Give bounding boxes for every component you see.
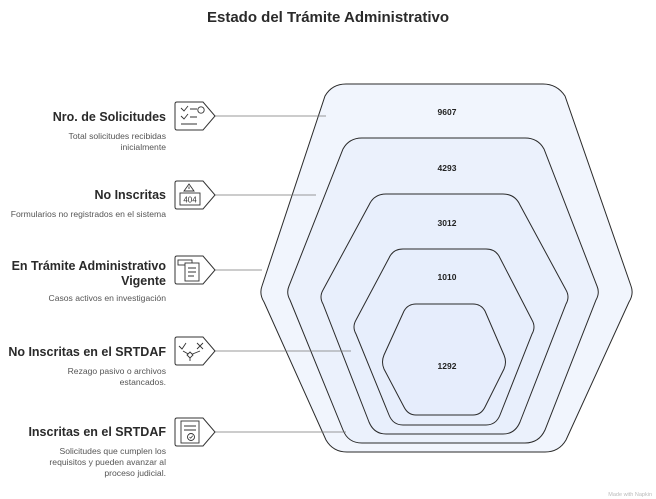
value-no-inscritas: 4293 [438,163,457,173]
hexagon-level-5 [382,303,506,416]
checklist-icon [174,101,216,131]
value-tramite-vigente: 3012 [438,218,457,228]
value-inscritas-srtdaf: 1292 [438,361,457,371]
value-no-inscritas-srtdaf: 1010 [438,272,457,282]
item-description: Rezago pasivo o archivos estancados. [67,366,166,387]
approved-document-icon [174,417,216,447]
item-inscritas-srtdaf: Inscritas en el SRTDAF Solicitudes que c… [1,425,166,479]
item-nro-solicitudes: Nro. de Solicitudes Total solicitudes re… [1,110,166,153]
item-description: Casos activos en investigación [48,293,166,303]
value-nro-solicitudes: 9607 [438,107,457,117]
document-list-icon [174,255,216,285]
item-no-inscritas: No Inscritas Formularios no registrados … [1,188,166,220]
diagram-title: Estado del Trámite Administrativo [207,9,449,26]
item-tramite-vigente: En Trámite Administrativo Vigente Casos … [1,259,166,304]
check-cross-flow-icon [174,336,216,366]
item-no-inscritas-srtdaf: No Inscritas en el SRTDAF Rezago pasivo … [1,345,166,388]
item-title: Nro. de Solicitudes [52,110,166,124]
item-description: Formularios no registrados en el sistema [10,209,166,219]
item-title: En Trámite Administrativo Vigente [11,259,166,288]
item-title: No Inscritas en el SRTDAF [8,345,166,359]
svg-text:404: 404 [183,196,197,205]
error-404-icon: 404 [174,180,216,210]
item-title: No Inscritas [94,188,166,202]
item-title: Inscritas en el SRTDAF [28,425,166,439]
item-description: Solicitudes que cumplen los requisitos y… [49,446,166,478]
footer-credit: Made with Napkin [608,492,652,498]
item-description: Total solicitudes recibidas inicialmente [68,131,166,152]
